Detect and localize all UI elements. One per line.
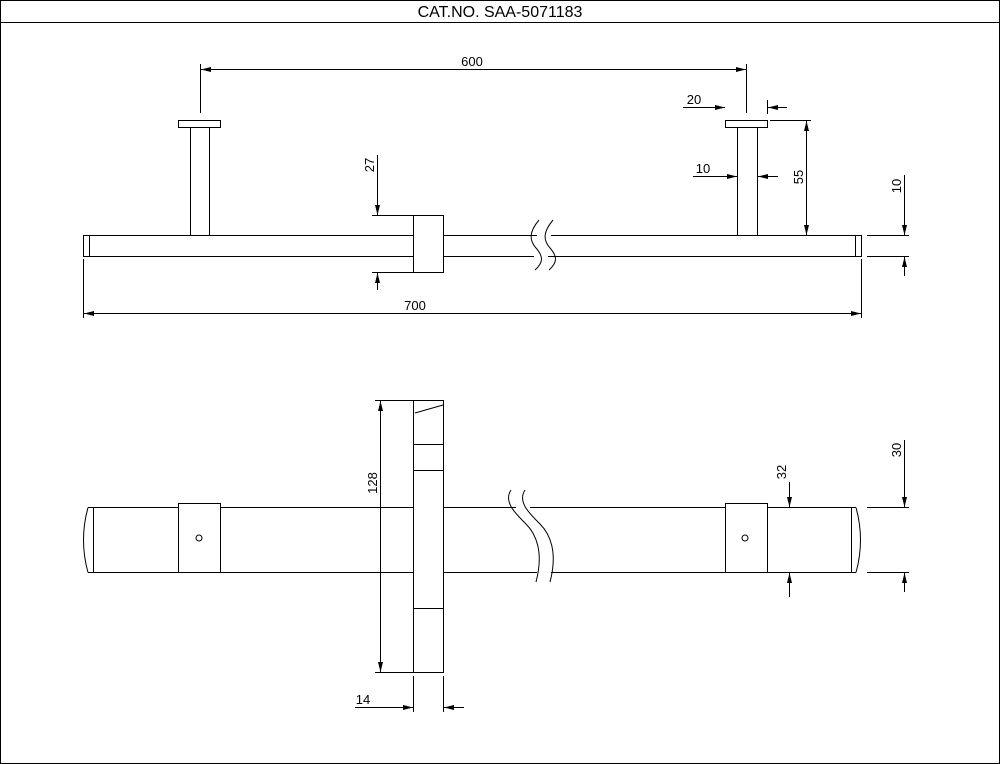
dim-30-label: 30	[889, 443, 904, 457]
left-mount-screw-hole	[195, 534, 203, 542]
bottom-break-line-2	[522, 489, 554, 583]
top-clamp-block	[413, 215, 444, 273]
dim-32-label: 32	[774, 465, 789, 479]
top-break-line-1	[530, 219, 542, 271]
dim-post-10-label: 10	[696, 161, 710, 176]
left-mount-block	[178, 503, 221, 573]
left-post-flange	[178, 120, 221, 128]
dim-bar-10-label: 10	[889, 179, 904, 193]
top-break-line-2	[544, 219, 556, 271]
right-post	[737, 127, 758, 236]
dim-14-label: 14	[356, 692, 370, 707]
bottom-bar-right-end-cap	[855, 507, 861, 573]
right-mount-screw-hole	[741, 534, 749, 542]
catalog-title: CAT.NO. SAA-5071183	[418, 4, 583, 21]
clamp-plate-top-bevel	[414, 404, 444, 414]
bottom-view: 128 14 32 30	[83, 400, 909, 712]
left-post	[190, 127, 210, 236]
dim-20-label: 20	[687, 92, 701, 107]
dim-700-label: 700	[404, 298, 426, 313]
dim-600-label: 600	[461, 54, 483, 69]
bottom-clamp-plate	[413, 400, 444, 673]
dim-128-label: 128	[365, 472, 380, 494]
bottom-break-line-1	[508, 489, 540, 583]
right-mount-block	[725, 503, 768, 573]
top-view: 600 20 10 55 10 27 700	[83, 54, 909, 318]
bottom-bar-left-end-cap	[83, 507, 89, 573]
dim-27-label: 27	[362, 158, 377, 172]
dim-55-label: 55	[791, 170, 806, 184]
right-post-flange	[725, 120, 768, 128]
